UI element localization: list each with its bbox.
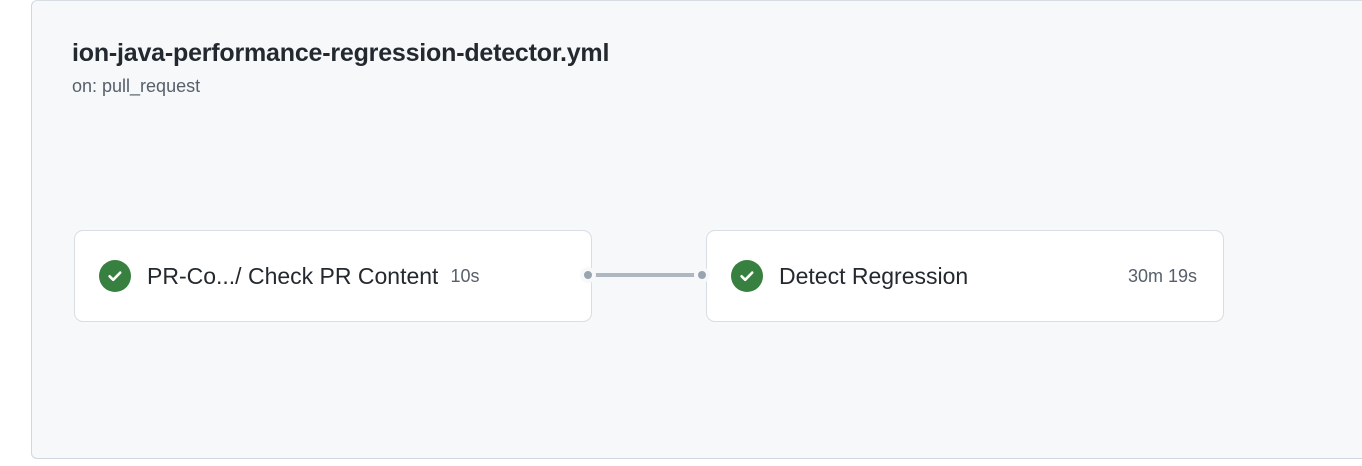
workflow-trigger: on: pull_request bbox=[72, 76, 201, 96]
graph-canvas[interactable]: PR-Co.../ Check PR Content 10s Detect Re… bbox=[32, 1, 1362, 460]
job-node-label: Detect Regression bbox=[779, 263, 969, 289]
node-handle-target[interactable] bbox=[694, 267, 710, 283]
check-circle-icon bbox=[731, 260, 763, 292]
node-handle-source[interactable] bbox=[580, 267, 596, 283]
job-node-check-pr-content[interactable]: PR-Co.../ Check PR Content 10s bbox=[74, 230, 592, 322]
edge-check-pr-content-to-detect-regression bbox=[594, 273, 706, 277]
workflow-card: ion-java-performance-regression-detector… bbox=[31, 0, 1362, 459]
job-node-detect-regression[interactable]: Detect Regression 30m 19s bbox=[706, 230, 1224, 322]
workflow-title: ion-java-performance-regression-detector… bbox=[72, 39, 610, 67]
job-node-duration: 10s bbox=[450, 266, 480, 286]
check-circle-icon bbox=[99, 260, 131, 292]
job-node-duration: 30m 19s bbox=[1127, 266, 1197, 286]
workflow-header: ion-java-performance-regression-detector… bbox=[72, 37, 1172, 98]
job-node-label: PR-Co.../ Check PR Content bbox=[147, 263, 439, 289]
